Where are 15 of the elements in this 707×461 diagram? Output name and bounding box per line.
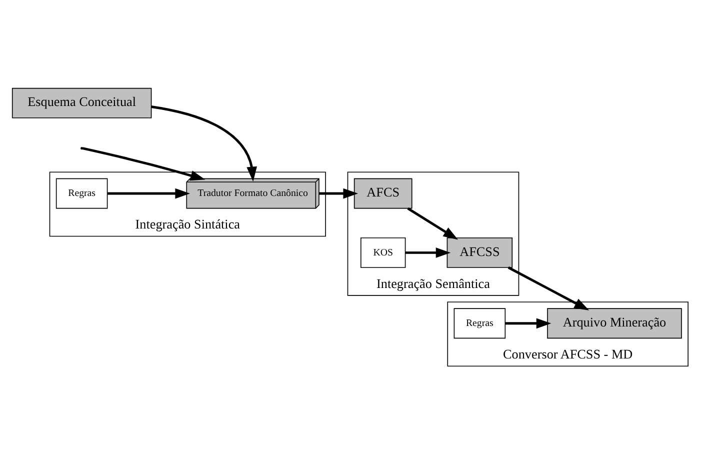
node-box: Esquema Conceitual xyxy=(12,88,152,118)
node-box: AFCS xyxy=(354,178,412,209)
node-box: AFCSS xyxy=(446,238,513,268)
arrow xyxy=(407,207,458,240)
arrow xyxy=(505,318,552,329)
arrow xyxy=(319,188,358,199)
arrow xyxy=(108,188,190,199)
arrow xyxy=(151,106,257,182)
node-box: Regras xyxy=(454,308,506,339)
node-box: Regras xyxy=(56,178,108,209)
arrow xyxy=(405,248,451,258)
node-box: Arquivo Mineração xyxy=(547,308,682,339)
node-box: KOS xyxy=(360,238,406,268)
arrow xyxy=(508,266,590,310)
arrow xyxy=(82,147,206,181)
